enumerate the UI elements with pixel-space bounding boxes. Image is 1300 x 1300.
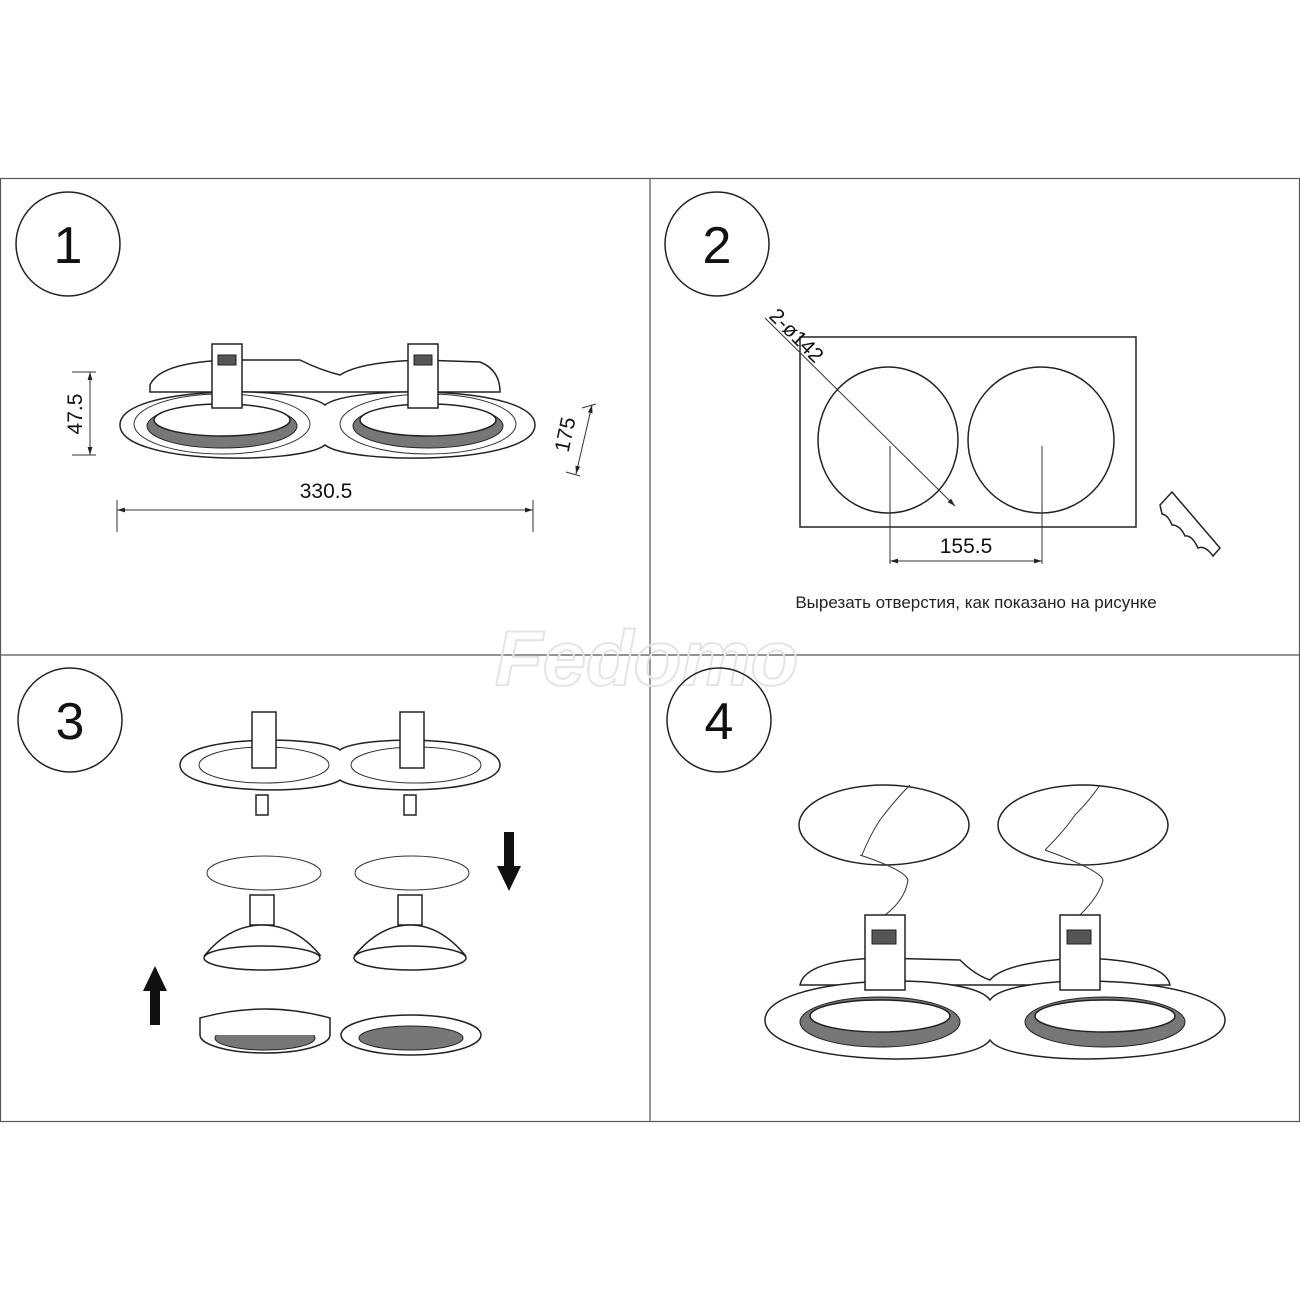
watermark: Fedomo	[495, 614, 798, 702]
step-1-badge: 1	[15, 191, 121, 297]
depth-dimension: 175	[551, 415, 581, 454]
installed-fixture-drawing	[764, 784, 1226, 1060]
saw-icon	[1159, 490, 1221, 558]
step-3-badge: 3	[17, 667, 123, 773]
height-dimension: 47.5	[64, 394, 87, 435]
arrow-down-icon	[497, 832, 521, 891]
arrow-up-icon	[143, 966, 167, 1025]
fixture-dimensions-drawing: 47.5 330.5 175	[64, 343, 597, 532]
spacing-dimension: 155.5	[940, 535, 993, 558]
diameter-dimension: 2-ø142	[764, 304, 827, 367]
cutout-template-drawing: 2-ø142 155.5 Вырезать отверстия, как пок…	[764, 304, 1221, 612]
cutout-caption: Вырезать отверстия, как показано на рису…	[795, 593, 1156, 612]
svg-text:1: 1	[54, 217, 83, 275]
step-2-badge: 2	[664, 191, 770, 297]
assembly-exploded-drawing	[143, 711, 521, 1056]
width-dimension: 330.5	[300, 480, 353, 503]
step-4-badge: 4	[666, 667, 772, 773]
svg-text:4: 4	[705, 693, 734, 751]
svg-text:2: 2	[703, 217, 732, 275]
svg-text:3: 3	[56, 693, 85, 751]
